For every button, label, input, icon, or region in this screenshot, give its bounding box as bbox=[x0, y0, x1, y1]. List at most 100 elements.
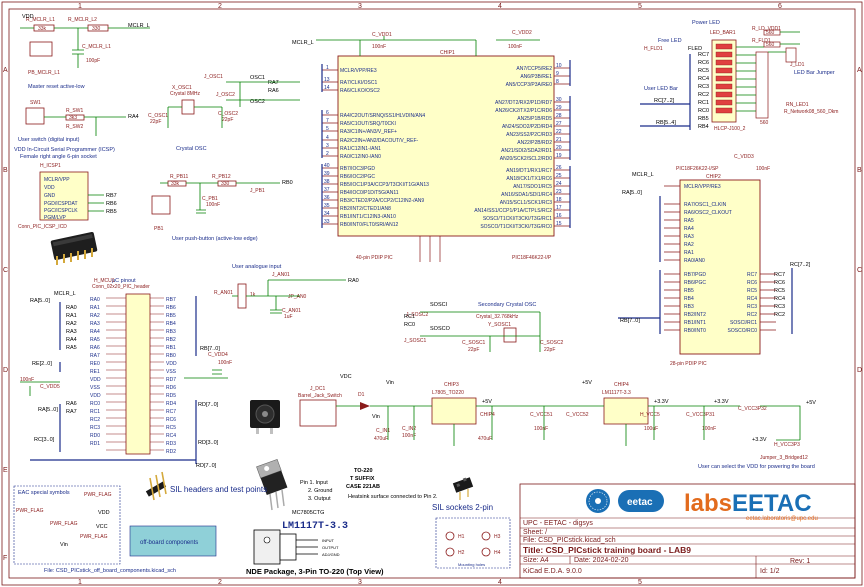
svg-text:A: A bbox=[857, 67, 862, 74]
svg-text:9: 9 bbox=[556, 71, 559, 77]
led-bar-jumper-label: LED Bar Jumper bbox=[794, 70, 835, 76]
switch-symbol bbox=[25, 107, 45, 125]
svg-text:RC1: RC1 bbox=[90, 409, 100, 415]
labseetac-logo: labsEETAC eetac.laboratoris@upc.edu bbox=[684, 490, 818, 522]
svg-text:RC0: RC0 bbox=[698, 108, 709, 114]
svg-text:3: 3 bbox=[326, 143, 329, 149]
chip2-cap-ref: C_VDD3 bbox=[734, 154, 754, 160]
svg-text:RC5: RC5 bbox=[774, 288, 785, 294]
svg-text:RB4/IOC0/P1D/T5G/AN11: RB4/IOC0/P1D/T5G/AN11 bbox=[340, 190, 399, 196]
svg-text:AN20/SCK2/SCL2/RD0: AN20/SCK2/SCL2/RD0 bbox=[500, 156, 552, 162]
to220-image bbox=[256, 458, 288, 511]
header-name: Conn_02x20_PIC_header bbox=[92, 284, 150, 290]
resistor-symbol bbox=[763, 29, 781, 36]
net-ra70: RA[5..0] bbox=[622, 190, 642, 196]
r-fld1-ref: R_FLD1 bbox=[752, 38, 771, 44]
svg-text:RA7: RA7 bbox=[66, 409, 77, 415]
led-bar-buses bbox=[640, 54, 691, 130]
svg-text:RB5/IOC1/P3A/CCP3/T3CKI/T1G/AN: RB5/IOC1/P3A/CCP3/T3CKI/T1G/AN13 bbox=[340, 182, 429, 188]
svg-text:RA4: RA4 bbox=[684, 226, 694, 232]
svg-text:RA0/AN0: RA0/AN0 bbox=[684, 258, 705, 264]
svg-text:E: E bbox=[3, 467, 8, 474]
svg-text:RC1: RC1 bbox=[698, 100, 709, 106]
pushbutton-caption: User push-button (active-low edge) bbox=[172, 236, 258, 242]
ref-sw1: SW1 bbox=[30, 100, 41, 106]
svg-text:RA5/C1OUT/SRQ/T0CKI: RA5/C1OUT/SRQ/T0CKI bbox=[340, 121, 396, 127]
offboard-sheet-box[interactable] bbox=[129, 525, 217, 557]
net-mclr-l: MCLR_L bbox=[128, 23, 150, 29]
upc-logo bbox=[586, 489, 610, 513]
svg-text:RC0: RC0 bbox=[90, 401, 100, 407]
icsp-pin-mclr: MCLR/VPP bbox=[44, 177, 70, 183]
svg-text:RC7: RC7 bbox=[747, 272, 757, 278]
pwr-flag-2: PWR_FLAG bbox=[16, 508, 44, 514]
svg-text:RA1: RA1 bbox=[90, 305, 100, 311]
net-rb5: RB5 bbox=[106, 209, 117, 215]
svg-text:40: 40 bbox=[324, 163, 330, 169]
chip1-block: CHIP1 PIC18F46K22-I/P 40-pin PDIP PIC C_… bbox=[292, 30, 571, 262]
svg-text:RC5: RC5 bbox=[698, 68, 709, 74]
svg-text:RA2: RA2 bbox=[66, 321, 77, 327]
svg-text:19: 19 bbox=[556, 153, 562, 159]
svg-text:RB7: RB7 bbox=[166, 297, 176, 303]
svg-text:22: 22 bbox=[556, 129, 562, 135]
barrel-jack-symbol bbox=[299, 399, 337, 427]
net-osc1: OSC1 bbox=[250, 75, 265, 81]
svg-text:6: 6 bbox=[778, 3, 782, 10]
ref-c-in2: C_IN2 bbox=[402, 426, 416, 432]
svg-text:VDD: VDD bbox=[166, 361, 177, 367]
svg-text:RC4: RC4 bbox=[774, 296, 785, 302]
net-3v3-b: +3.3V bbox=[714, 399, 729, 405]
svg-text:RA6: RA6 bbox=[90, 345, 100, 351]
icsp-footprint: Conn_PIC_ICSP_ICD bbox=[18, 224, 67, 230]
analog-caption: User analogue input bbox=[232, 264, 282, 270]
sil-headers-label: SIL headers and test points bbox=[170, 485, 267, 494]
chip1-gnd-pins bbox=[419, 236, 441, 262]
eac-symbols-caption: EAC special symbols bbox=[18, 490, 70, 496]
svg-text:VSS: VSS bbox=[90, 385, 101, 391]
sosc-caption: Secondary Crystal OSC bbox=[478, 302, 536, 308]
net-ra0: RA0 bbox=[348, 278, 359, 284]
sil-sockets-label: SIL sockets 2-pin bbox=[432, 503, 493, 512]
net-vdc: VDC bbox=[340, 374, 352, 380]
net-mclr-l-header: MCLR_L bbox=[54, 291, 76, 297]
svg-text:RB0: RB0 bbox=[166, 353, 176, 359]
analog-wires bbox=[232, 279, 346, 314]
svg-text:RC4: RC4 bbox=[166, 433, 176, 439]
holes-caption: Mounting holes bbox=[458, 562, 485, 567]
svg-text:RE0: RE0 bbox=[90, 361, 100, 367]
net-ra6: RA6 bbox=[268, 88, 279, 94]
chip1-body bbox=[337, 55, 555, 237]
r-ld-vdd1-ref: R_LD_VDD1 bbox=[752, 26, 781, 32]
ref-j-an01: J_AN01 bbox=[272, 272, 290, 278]
value-c-in2: 100nF bbox=[402, 433, 416, 439]
icsp-pin-pgc: PGC/ICSPCLK bbox=[44, 208, 78, 214]
svg-text:RA2: RA2 bbox=[90, 313, 100, 319]
svg-text:SOSCI/T1CKI/T3CKI/T3G/RC1: SOSCI/T1CKI/T3CKI/T3G/RC1 bbox=[483, 216, 552, 222]
svg-text:SOSCO/T1CKI/T3CKI/T3G/RC0: SOSCO/T1CKI/T3CKI/T3G/RC0 bbox=[480, 224, 552, 230]
svg-text:RB3: RB3 bbox=[166, 329, 176, 335]
value-560-c: 560 bbox=[760, 120, 769, 126]
svg-text:RC2: RC2 bbox=[90, 417, 100, 423]
value-33k: 33k bbox=[38, 26, 47, 32]
value-330-pb: 330 bbox=[221, 181, 230, 187]
user-switch-circuit: SW1 R_SW1 3k3 RA4 R_SW2 User switch (dig… bbox=[18, 100, 139, 143]
net-rb0: RB0 bbox=[282, 180, 293, 186]
chip1-cap2-value: 100nF bbox=[508, 44, 522, 50]
chip2-right-pins: RC7 RC6 RC5 RC4 RC3 RC2 SOSCI/RC1 SOSCO/… bbox=[728, 272, 758, 334]
svg-text:RB0/INT0: RB0/INT0 bbox=[684, 328, 706, 334]
sosc-wires bbox=[420, 311, 541, 352]
ref-c-sosc1: C_SOSC1 bbox=[462, 340, 486, 346]
svg-text:RB2: RB2 bbox=[166, 337, 176, 343]
icsp-pin-pgd: PGD/ICSPDAT bbox=[44, 201, 78, 207]
svg-text:RC2: RC2 bbox=[698, 92, 709, 98]
svg-text:SOSCO/RC0: SOSCO/RC0 bbox=[728, 328, 758, 334]
svg-text:4: 4 bbox=[498, 579, 502, 586]
ref-r-mclr-l1: R_MCLR_L1 bbox=[26, 17, 55, 23]
net-vin-2: Vin bbox=[372, 414, 380, 420]
resistor-symbol bbox=[167, 180, 187, 187]
eetac-logo-text: eetac bbox=[627, 497, 653, 508]
resistor-symbol bbox=[763, 41, 781, 48]
value-c-vcc51: 470uF bbox=[478, 436, 492, 442]
hlcp-part: HLCP-J100_2 bbox=[714, 126, 746, 132]
